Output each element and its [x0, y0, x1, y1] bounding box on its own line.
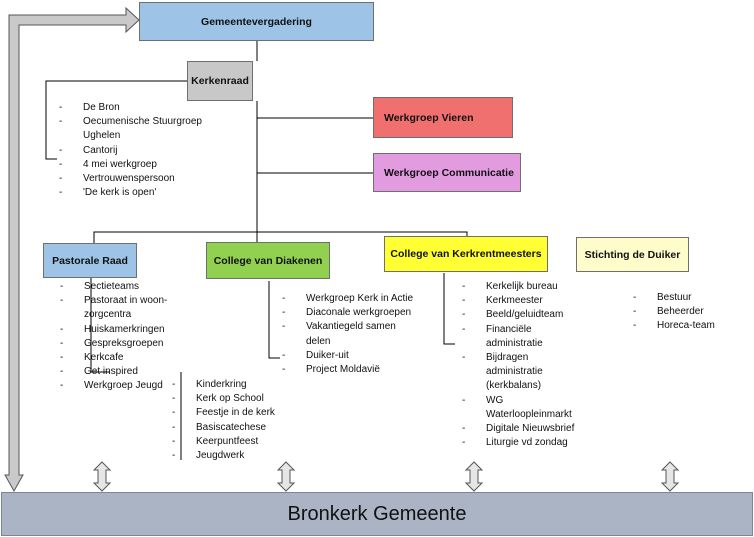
list-item: Sectieteams [60, 280, 167, 294]
double-arrow-4 [660, 461, 680, 492]
stichting-duiker-label: Stichting de Duiker [584, 248, 681, 261]
list-item: Werkgroep Jeugd [60, 379, 167, 393]
list-item: Keerpuntfeest [172, 435, 275, 449]
college-diakenen-label: College van Diakenen [213, 254, 323, 267]
list-item: Diaconale werkgroepen [282, 306, 413, 320]
pastorale-raad-label: Pastorale Raad [52, 254, 128, 267]
list-item: Get inspired [60, 365, 167, 379]
list-item: Liturgie vd zondag [462, 436, 574, 450]
list-item: Project Moldavië [282, 363, 413, 377]
list-item: administratie [486, 337, 543, 349]
list-item: Bijdragen [462, 351, 574, 365]
gemeentevergadering-box: Gemeentevergadering [139, 2, 374, 41]
werkgroep-communicatie-box: Werkgroep Communicatie [373, 153, 521, 192]
college-kerkrentmeesters-box: College van Kerkrentmeesters [384, 236, 548, 272]
list-item: 'De kerk is open' [59, 186, 202, 200]
list-item: Kerk op School [172, 392, 275, 406]
footer-label: Bronkerk Gemeente [287, 502, 467, 525]
return-arrow [4, 6, 140, 493]
double-arrow-2 [276, 461, 296, 492]
list-item: Vertrouwenspersoon [59, 172, 202, 186]
pastorale-raad-list: Sectieteams Pastoraat in woon- zorgcentr… [60, 280, 167, 394]
list-item: Horeca-team [633, 319, 715, 333]
double-arrow-1 [92, 461, 112, 492]
jeugd-list: Kinderkring Kerk op School Feestje in de… [172, 378, 275, 463]
list-item: Kerkelijk bureau [462, 280, 574, 294]
list-item: (kerkbalans) [486, 380, 542, 392]
list-item: zorgcentra [84, 309, 132, 321]
duiker-list: Bestuur Beheerder Horeca-team [633, 291, 715, 334]
kerkenraad-label: Kerkenraad [191, 75, 249, 87]
list-item: Kerkcafe [60, 351, 167, 365]
werkgroep-vieren-box: Werkgroep Vieren [373, 97, 513, 138]
list-item: 4 mei werkgroep [59, 158, 202, 172]
bronkerk-gemeente-footer: Bronkerk Gemeente [1, 492, 753, 536]
list-item: Bestuur [633, 291, 715, 305]
list-item: Digitale Nieuwsbrief [462, 422, 574, 436]
gemeentevergadering-label: Gemeentevergadering [201, 15, 312, 28]
list-item: Huiskamerkringen [60, 323, 167, 337]
diakenen-list: Werkgroep Kerk in Actie Diaconale werkgr… [282, 292, 413, 377]
list-item: Jeugdwerk [172, 449, 275, 463]
list-item: Duiker-uit [282, 349, 413, 363]
list-item: Oecumenische Stuurgroep [59, 115, 202, 129]
list-item: Financiële [462, 323, 574, 337]
kerkenraad-list: De Bron Oecumenische Stuurgroep Ughelen … [59, 101, 202, 201]
kerkenraad-box: Kerkenraad [187, 61, 253, 101]
stichting-duiker-box: Stichting de Duiker [576, 237, 689, 272]
college-diakenen-box: College van Diakenen [206, 242, 330, 279]
double-arrow-3 [464, 461, 484, 492]
list-item: Kerkmeester [462, 294, 574, 308]
werkgroep-communicatie-label: Werkgroep Communicatie [384, 166, 514, 179]
list-item: administratie [486, 366, 543, 378]
list-item: delen [306, 335, 331, 347]
list-item: Ughelen [83, 130, 121, 142]
list-item: Kinderkring [172, 378, 275, 392]
list-item: Gespreksgroepen [60, 337, 167, 351]
list-item: Beheerder [633, 305, 715, 319]
list-item: Waterloopleinmarkt [486, 408, 572, 420]
list-item: Pastoraat in woon- [60, 294, 167, 308]
pastorale-raad-box: Pastorale Raad [43, 243, 137, 278]
list-item: WG [462, 394, 574, 408]
list-item: De Bron [59, 101, 202, 115]
kerkrentmeesters-list: Kerkelijk bureau Kerkmeester Beeld/gelui… [462, 280, 574, 451]
list-item: Beeld/geluidteam [462, 308, 574, 322]
list-item: Cantorij [59, 144, 202, 158]
list-item: Basiscatechese [172, 421, 275, 435]
college-kerkrentmeesters-label: College van Kerkrentmeesters [390, 248, 542, 260]
list-item: Feestje in de kerk [172, 406, 275, 420]
list-item: Werkgroep Kerk in Actie [282, 292, 413, 306]
werkgroep-vieren-label: Werkgroep Vieren [384, 111, 474, 124]
list-item: Vakantiegeld samen [282, 320, 413, 334]
